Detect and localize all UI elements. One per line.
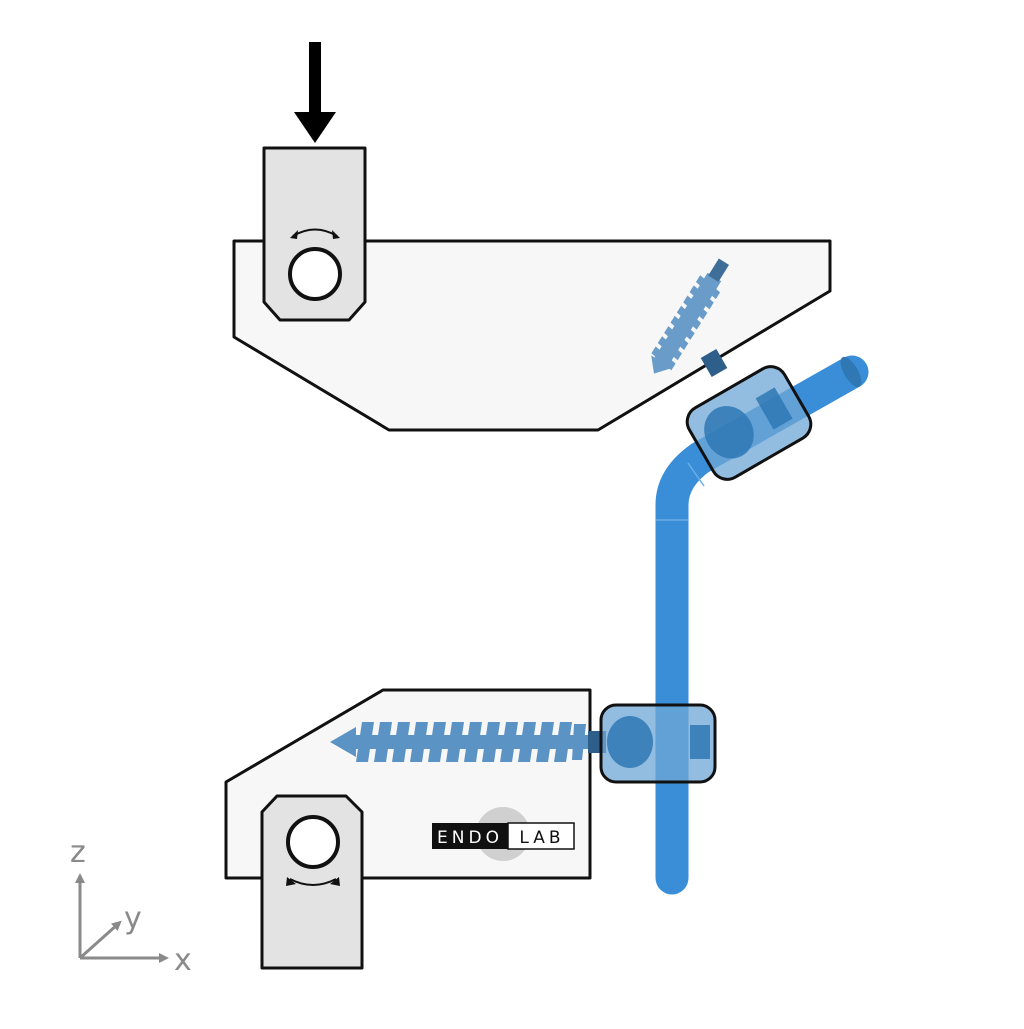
upper-clamp	[685, 365, 813, 481]
implant-rod	[655, 355, 869, 895]
logo-left-text: ENDO	[437, 828, 503, 848]
x-axis-label: x	[174, 943, 192, 978]
double-arrow-arc-icon	[286, 877, 340, 886]
coordinate-axes	[75, 873, 169, 963]
lower-pivot-hole	[286, 815, 340, 869]
endolab-logo: ENDO LAB	[432, 807, 575, 861]
upper-fixture-block	[232, 239, 832, 432]
lower-screw	[330, 722, 594, 762]
double-arrow-arc-icon	[290, 228, 340, 239]
load-arrow-icon	[294, 42, 336, 143]
upper-screw	[651, 258, 730, 374]
lower-clamp	[599, 703, 717, 784]
logo-right-text: LAB	[519, 828, 564, 848]
upper-screw-neck	[700, 348, 728, 378]
z-axis-label: z	[70, 835, 86, 870]
upper-pivot-hole	[288, 247, 342, 301]
y-axis-label: y	[124, 901, 142, 936]
